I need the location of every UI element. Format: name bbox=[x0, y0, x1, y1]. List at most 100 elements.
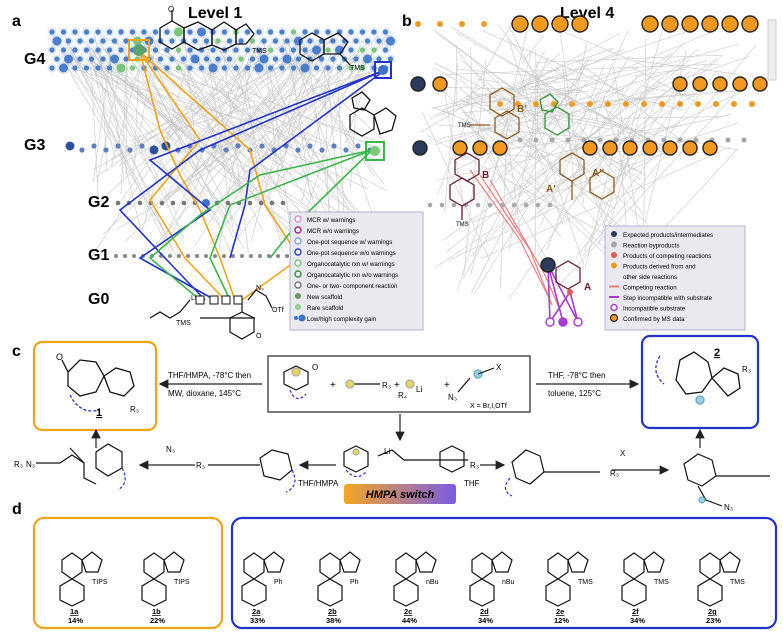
network-edge bbox=[164, 56, 361, 199]
level4-node bbox=[641, 101, 647, 107]
label-a: A bbox=[584, 282, 591, 293]
legend-a-item: MCR w/o warnings bbox=[307, 228, 359, 235]
g0-n3-label: N₃ bbox=[256, 285, 264, 292]
right-product-list: Ph2a33%Ph2b38%nBu2c44%nBu2d34%TMS2e12%TM… bbox=[241, 551, 745, 625]
legend-a-item: New scaffold bbox=[307, 294, 343, 301]
level4-node bbox=[551, 15, 569, 33]
level4-node bbox=[623, 101, 629, 107]
level4-edge bbox=[593, 100, 601, 136]
network-edge bbox=[337, 74, 345, 231]
right-cond-1: THF, -78°C then bbox=[548, 371, 605, 380]
level4-edge bbox=[631, 66, 702, 105]
level4-edge bbox=[638, 84, 755, 143]
network-edge bbox=[125, 59, 128, 178]
level4-edge bbox=[575, 72, 717, 259]
g4-node bbox=[187, 29, 193, 35]
level4-node bbox=[415, 21, 421, 27]
legend-b-swatch bbox=[611, 252, 617, 258]
g4-node bbox=[387, 56, 394, 62]
incompatible-edges bbox=[547, 264, 579, 323]
level4-node bbox=[749, 101, 755, 107]
level4-edge bbox=[612, 89, 747, 102]
g4-ketone-o: O bbox=[168, 5, 174, 14]
level4-edge bbox=[606, 55, 631, 94]
highlight-green-dot bbox=[370, 146, 380, 156]
product-1-structure bbox=[61, 359, 135, 412]
triazole-ring bbox=[567, 551, 589, 573]
level4-node bbox=[582, 140, 598, 156]
product-2-r3: R₃ bbox=[742, 365, 751, 374]
network-edge bbox=[68, 43, 172, 256]
legend-a-item: MCR w/ warnings bbox=[307, 217, 355, 224]
level4-edge bbox=[635, 60, 737, 75]
product-id: 2d bbox=[480, 607, 489, 616]
level4-node bbox=[437, 21, 443, 27]
g0-o-label: O bbox=[256, 333, 262, 340]
g1-node bbox=[195, 254, 199, 258]
g4-node bbox=[83, 65, 90, 71]
g4-node bbox=[100, 38, 106, 44]
gen-label-g4: G4 bbox=[24, 51, 45, 68]
level4-node bbox=[713, 101, 719, 107]
g4-node bbox=[325, 29, 331, 35]
level4-edge bbox=[457, 53, 532, 291]
g2-node bbox=[225, 200, 231, 206]
g4-node bbox=[110, 54, 119, 64]
legend-a-item: Low/high complexity gain bbox=[307, 316, 377, 323]
product-yield: 23% bbox=[706, 616, 721, 625]
level4-edge bbox=[444, 62, 459, 213]
level4-edge bbox=[441, 110, 587, 170]
product-ring-2 bbox=[697, 578, 723, 607]
g4-node bbox=[141, 29, 147, 35]
network-edge bbox=[88, 47, 220, 221]
product-id: 2b bbox=[328, 607, 337, 616]
g1-node bbox=[231, 254, 235, 258]
g2-node bbox=[269, 200, 275, 206]
level4-edge bbox=[461, 124, 553, 147]
g4-node bbox=[279, 29, 285, 35]
level4-node bbox=[531, 15, 549, 33]
g1-node bbox=[258, 254, 262, 258]
level4-edge bbox=[479, 86, 572, 104]
level4-edge bbox=[508, 26, 614, 232]
product-1-box bbox=[32, 340, 158, 432]
network-edge bbox=[71, 68, 383, 162]
legend-b-item: Products derived from and bbox=[623, 264, 696, 271]
network-edge bbox=[92, 65, 368, 189]
level4-node bbox=[677, 101, 683, 107]
level4-edge bbox=[521, 71, 581, 92]
product-ring bbox=[243, 552, 265, 580]
g1-node bbox=[132, 254, 136, 258]
molecule-b-prime bbox=[470, 87, 520, 140]
g3-node bbox=[319, 147, 325, 153]
g4-node bbox=[95, 65, 101, 71]
triazole-ring bbox=[415, 551, 437, 573]
g4-node bbox=[52, 36, 62, 46]
g3-node bbox=[223, 147, 229, 153]
label-b: B bbox=[482, 170, 489, 181]
network-edge bbox=[68, 59, 132, 172]
g4-node bbox=[295, 56, 302, 62]
network-edge bbox=[194, 62, 310, 246]
legend-b-item: Competing reaction bbox=[623, 285, 677, 292]
network-edge bbox=[250, 71, 299, 242]
competing-edges bbox=[469, 169, 561, 311]
g4-node bbox=[267, 29, 274, 35]
plus-3: + bbox=[444, 380, 450, 391]
legend-b-swatch bbox=[611, 241, 617, 248]
g4-node bbox=[198, 65, 205, 71]
level4-edge bbox=[522, 114, 548, 148]
level4-node bbox=[682, 140, 698, 156]
level4-node bbox=[487, 202, 493, 208]
product-ring-2 bbox=[141, 578, 167, 607]
g1-node bbox=[168, 254, 172, 258]
level4-edge bbox=[471, 110, 509, 191]
g4-node bbox=[72, 47, 78, 53]
g4-node bbox=[129, 65, 136, 71]
network-edge bbox=[145, 69, 234, 239]
g3-node bbox=[115, 143, 121, 149]
product-ring-2 bbox=[545, 578, 571, 607]
network-edge bbox=[173, 54, 240, 146]
